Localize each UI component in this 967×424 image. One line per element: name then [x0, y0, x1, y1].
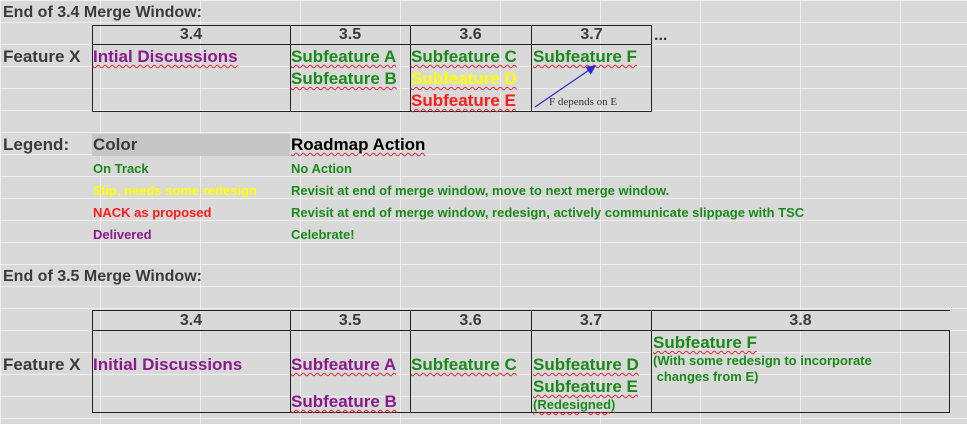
top-cell-3-4: Intial Discussions [93, 47, 238, 66]
bottom-header-3-4: 3.4 [179, 312, 203, 329]
top-header-3-4: 3.4 [179, 26, 203, 43]
top-heading: End of 3.4 Merge Window: [3, 4, 202, 21]
top-cell-3-6-c: Subfeature E [411, 91, 516, 110]
legend-action-header: Roadmap Action [291, 135, 426, 154]
dependency-note: F depends on E [549, 96, 618, 108]
bottom-cell-3-8-c: changes from E) [653, 369, 759, 384]
top-header-3-6: 3.6 [459, 26, 482, 43]
top-row-label: Feature X [3, 47, 81, 66]
bottom-cell-3-7-b: Subfeature E [533, 377, 638, 396]
legend-action-nack: Revisit at end of merge window, redesign… [291, 205, 805, 220]
legend-action-slip: Revisit at end of merge window, move to … [291, 183, 670, 198]
bottom-cell-3-7-a: Subfeature D [533, 355, 639, 374]
top-table-frame [92, 25, 652, 112]
bottom-header-3-5: 3.5 [338, 312, 362, 329]
bottom-header-3-7: 3.7 [579, 312, 603, 329]
bottom-cell-3-4: Initial Discussions [93, 355, 243, 374]
bottom-cell-3-8-a: Subfeature F [653, 333, 757, 352]
top-cell-3-5-b: Subfeature B [291, 69, 397, 88]
legend-color-header: Color [93, 135, 138, 154]
bottom-row-label: Feature X [3, 355, 81, 374]
top-cell-3-6-b: Subfeature D [411, 69, 517, 88]
legend-label: Legend: [3, 135, 70, 154]
bottom-cell-3-5-a: Subfeature A [291, 355, 397, 374]
legend-status-on-track: On Track [93, 161, 149, 176]
top-header-ellipsis: ... [654, 27, 668, 44]
bottom-header-3-8: 3.8 [789, 312, 812, 329]
legend-status-slip: Slip, needs some redesign [93, 183, 257, 198]
legend-status-nack: NACK as proposed [93, 205, 212, 220]
top-cell-3-6-a: Subfeature C [411, 47, 517, 66]
top-header-3-5: 3.5 [338, 26, 362, 43]
bottom-header-3-6: 3.6 [459, 312, 482, 329]
bottom-heading: End of 3.5 Merge Window: [3, 268, 202, 285]
bottom-cell-3-8-b: (With some redesign to incorporate [653, 353, 872, 368]
bottom-cell-3-7-c: (Redesigned) [533, 397, 616, 412]
legend-action-delivered: Celebrate! [291, 227, 355, 242]
top-header-3-7: 3.7 [580, 26, 603, 43]
legend-action-on-track: No Action [291, 161, 352, 176]
bottom-cell-3-6-a: Subfeature C [411, 355, 517, 374]
top-cell-3-7-a: Subfeature F [533, 47, 637, 66]
bottom-cell-3-5-b: Subfeature B [291, 392, 397, 411]
dependency-arrow [534, 65, 596, 108]
top-cell-3-5-a: Subfeature A [291, 47, 397, 66]
legend-status-delivered: Delivered [93, 227, 152, 242]
bottom-table-frame [92, 330, 950, 413]
